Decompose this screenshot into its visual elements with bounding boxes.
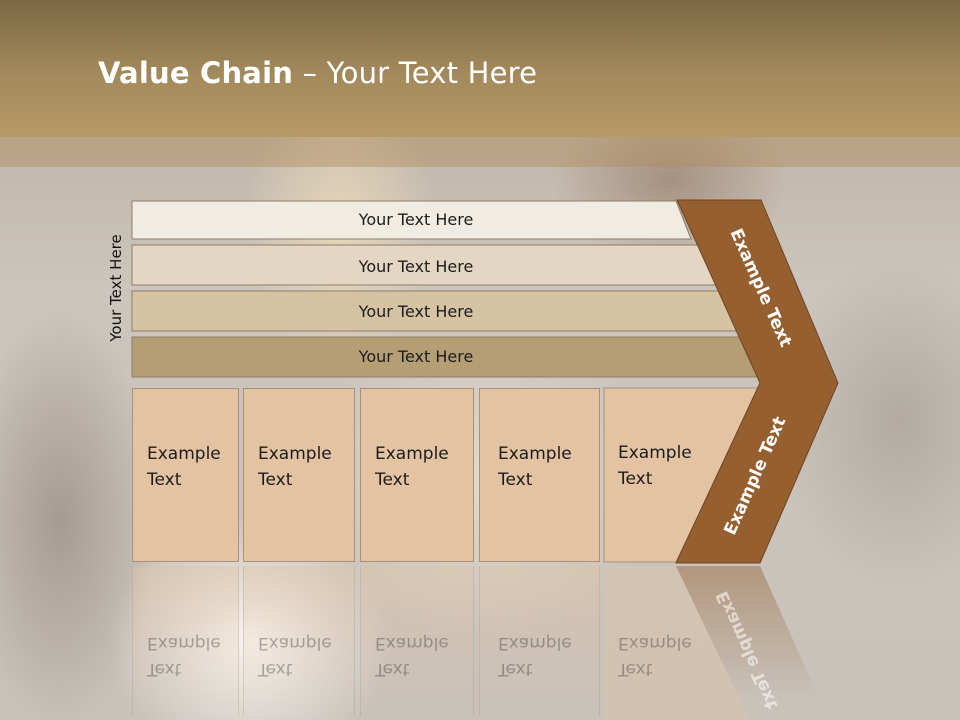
fifth-card-reflection bbox=[604, 566, 750, 720]
slide-title: Value Chain – Your Text Here bbox=[98, 56, 537, 90]
title-bold: Value Chain bbox=[98, 56, 294, 90]
margin-chevron[interactable] bbox=[675, 199, 839, 564]
title-rest: – Your Text Here bbox=[293, 56, 538, 90]
support-row-2-label: Your Text Here bbox=[358, 257, 474, 276]
chevron-reflection bbox=[676, 566, 820, 700]
support-row-3-label: Your Text Here bbox=[358, 302, 474, 321]
title-bar: Value Chain – Your Text Here bbox=[0, 0, 960, 137]
support-row-1[interactable] bbox=[131, 200, 692, 240]
header-band bbox=[0, 137, 960, 167]
support-row-1-label: Your Text Here bbox=[358, 210, 474, 229]
support-row-4-label: Your Text Here bbox=[358, 347, 474, 366]
